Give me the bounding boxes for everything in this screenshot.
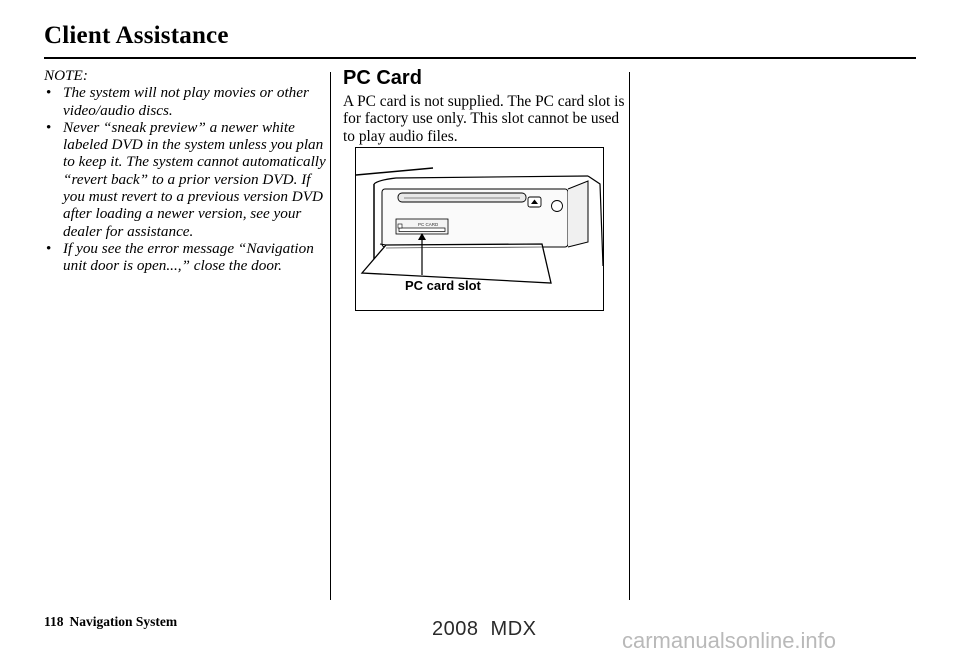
note-list: • The system will not play movies or othe… [44,84,329,274]
slot-marking: PC CARD [418,222,439,227]
navigation-unit-illustration: PC CARD [356,167,603,284]
pc-card-slot-label: PC card slot [405,278,481,293]
bullet-icon: • [46,118,52,136]
note-item: • The system will not play movies or othe… [44,84,329,119]
title-divider [44,57,916,59]
page-number: 118 [44,614,64,629]
bullet-icon: • [46,84,52,102]
page-footer: 118 Navigation System [44,614,177,630]
column-divider-right [629,72,630,600]
note-item-text: Never “sneak preview” a newer white labe… [63,118,326,240]
note-heading: NOTE: [44,67,88,84]
note-section: NOTE: • The system will not play movies o… [44,67,329,275]
section-name: Navigation System [69,614,178,629]
pc-card-description: A PC card is not supplied. The PC card s… [343,93,625,145]
pc-card-figure: PC CARD PC card slot [355,147,604,311]
note-item: • If you see the error message “Navigatio… [44,240,329,275]
model-watermark: 2008 MDX [432,618,537,640]
column-divider-left [330,72,331,600]
note-item-text: The system will not play movies or other… [63,84,309,119]
site-watermark: carmanualsonline.info [622,628,837,653]
bullet-icon: • [46,239,52,257]
note-item-text: If you see the error message “Navigation… [63,239,314,275]
page-title: Client Assistance [44,22,229,49]
note-item: • Never “sneak preview” a newer white lab… [44,119,329,240]
pc-card-heading: PC Card [343,67,422,89]
